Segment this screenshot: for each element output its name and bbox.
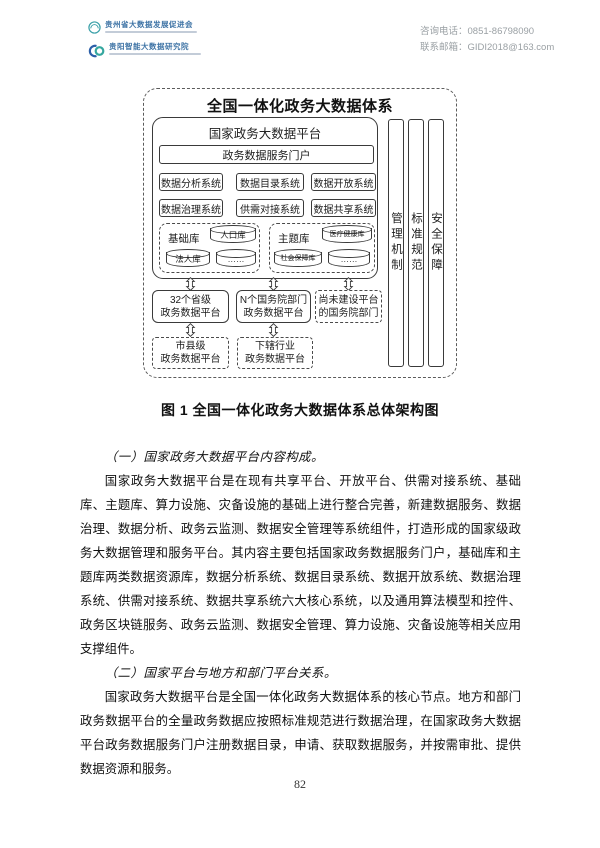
association-logo-name: 贵州省大数据发展促进会 [105, 20, 193, 29]
section-heading-2: （二）国家平台与地方和部门平台关系。 [104, 666, 337, 680]
paragraph-1: 国家政务大数据平台是在现有共享平台、开放平台、供需对接系统、基础库、主题库、算力… [80, 474, 521, 656]
database-cylinder: 社会保障库 [273, 248, 323, 267]
system-box: 供需对接系统 [236, 199, 304, 217]
node-state-council-platforms: N个国务院部门政务数据平台 [236, 290, 311, 323]
double-arrow-icon [342, 277, 355, 291]
national-platform-box: 国家政务大数据平台 政务数据服务门户 数据分析系统 数据目录系统 数据开放系统 … [152, 117, 378, 279]
institute-logo-subline [109, 52, 201, 55]
database-cylinder: 医疗健康库 [321, 224, 373, 243]
base-library-label: 基础库 [168, 233, 200, 245]
contact-email: 联系邮箱：GIDI2018@163.com [420, 42, 555, 53]
institute-logo-icon [88, 43, 105, 63]
page-number: 82 [294, 777, 306, 791]
diagram-outer-border [143, 88, 457, 378]
double-arrow-icon [267, 323, 280, 337]
platform-title: 国家政务大数据平台 [208, 127, 322, 141]
database-cylinder: …… [215, 248, 257, 267]
theme-library-label: 主题库 [278, 233, 310, 245]
diagram-title: 全国一体化政务大数据体系 [206, 98, 393, 115]
system-box: 数据目录系统 [236, 173, 304, 191]
system-box: 数据共享系统 [311, 199, 376, 217]
architecture-diagram: 全国一体化政务大数据体系 国家政务大数据平台 政务数据服务门户 数据分析系统 数… [143, 88, 457, 378]
node-subordinate-industry-platforms: 下辖行业政务数据平台 [237, 337, 313, 369]
header-logos: 贵州省大数据发展促进会 贵阳智能大数据研究院 [88, 20, 201, 66]
database-cylinder: 法人库 [165, 248, 211, 267]
database-cylinder: 人口库 [209, 224, 257, 243]
pillar-security: 安全保障 [428, 119, 444, 367]
node-city-county-platforms: 市县级政务数据平台 [152, 337, 229, 369]
pillar-standards: 标准规范 [408, 119, 424, 367]
paragraph-2: 国家政务大数据平台是全国一体化政务大数据体系的核心节点。地方和部门政务数据平台的… [80, 690, 521, 776]
association-logo-subline [105, 30, 197, 33]
logo-institute: 贵阳智能大数据研究院 [88, 42, 201, 63]
portal-box: 政务数据服务门户 [159, 145, 374, 164]
system-box: 数据开放系统 [311, 173, 376, 191]
system-box: 数据治理系统 [159, 199, 223, 217]
body-text: （一）国家政务大数据平台内容构成。 国家政务大数据平台是在现有共享平台、开放平台… [80, 445, 521, 781]
system-box: 数据分析系统 [159, 173, 223, 191]
contact-phone: 咨询电话：0851-86798090 [420, 26, 535, 37]
double-arrow-icon [184, 277, 197, 291]
node-provincial-platforms: 32个省级政务数据平台 [152, 290, 229, 323]
institute-logo-name: 贵阳智能大数据研究院 [109, 42, 189, 51]
node-unbuilt-departments: 尚未建设平台的国务院部门 [315, 290, 382, 323]
association-logo-icon [88, 21, 101, 39]
theme-library-box: 主题库 医疗健康库 社会保障库 …… [269, 223, 375, 273]
database-cylinder: …… [327, 248, 371, 267]
figure-caption: 图 1 全国一体化政务大数据体系总体架构图 [160, 402, 440, 418]
pillar-management: 管理机制 [388, 119, 404, 367]
double-arrow-icon [184, 323, 197, 337]
double-arrow-icon [267, 277, 280, 291]
base-library-box: 基础库 人口库 法人库 …… [159, 223, 260, 273]
header-contact: 咨询电话：0851-86798090 联系邮箱：GIDI2018@163.com [420, 24, 554, 56]
section-heading-1: （一）国家政务大数据平台内容构成。 [104, 450, 324, 464]
logo-association: 贵州省大数据发展促进会 [88, 20, 201, 39]
